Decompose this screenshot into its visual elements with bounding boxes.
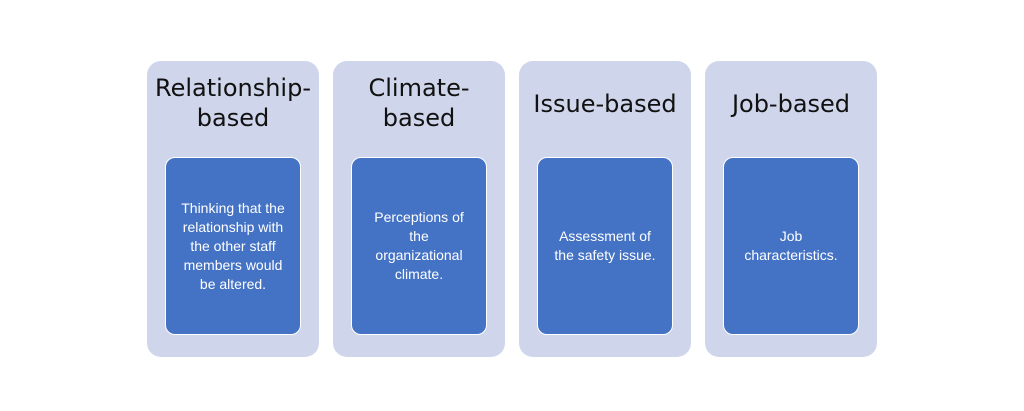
- panel-job-based: Job-based Job characteristics.: [705, 61, 877, 357]
- panel-title: Job-based: [731, 90, 851, 118]
- description-text: Assessment of the safety issue.: [554, 228, 656, 263]
- description-card: Assessment of the safety issue.: [537, 157, 673, 335]
- description-card: Thinking that the relationship with the …: [165, 157, 301, 335]
- panel-climate-based: Climate- based Perceptions of the organi…: [333, 61, 505, 357]
- panel-title: Climate- based: [368, 74, 470, 132]
- description-text: Thinking that the relationship with the …: [181, 199, 285, 292]
- description-card: Job characteristics.: [723, 157, 859, 335]
- panel-relationship-based: Relationship- based Thinking that the re…: [147, 61, 319, 357]
- description-card: Perceptions of the organizational climat…: [351, 157, 487, 335]
- panel-issue-based: Issue-based Assessment of the safety iss…: [519, 61, 691, 357]
- description-text: Job characteristics.: [744, 228, 838, 263]
- panel-title: Relationship- based: [155, 74, 311, 132]
- panel-title: Issue-based: [533, 90, 677, 118]
- description-text: Perceptions of the organizational climat…: [374, 209, 464, 282]
